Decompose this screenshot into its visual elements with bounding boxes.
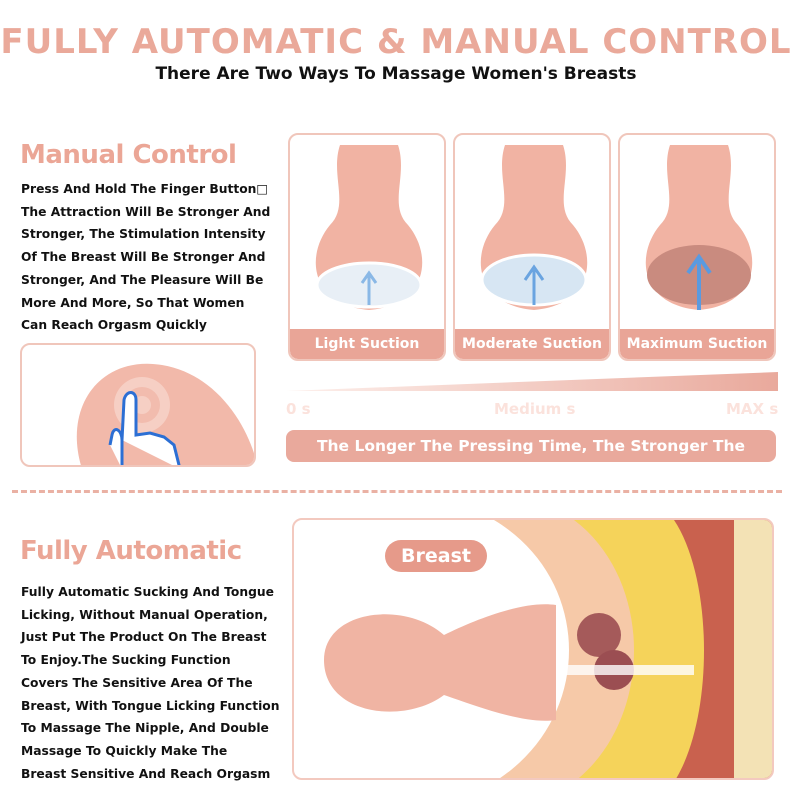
breast-anatomy-icon	[324, 520, 772, 778]
text-line: Stronger, And The Pleasure Will Be	[21, 272, 264, 287]
suction-label: Maximum Suction	[620, 329, 774, 359]
suction-label: Light Suction	[290, 329, 444, 359]
text-line: Breast, With Tongue Licking Function	[21, 698, 280, 713]
text-line: Covers The Sensitive Area Of The	[21, 675, 253, 690]
device-icon	[480, 145, 588, 310]
text-line: Just Put The Product On The Breast	[21, 630, 267, 645]
text-line: The Attraction Will Be Stronger And	[21, 204, 271, 219]
intensity-wedge	[286, 372, 778, 391]
text-line: Fully Automatic Sucking And Tongue	[21, 585, 274, 599]
text-line: To Enjoy.The Sucking Function	[21, 653, 231, 668]
anatomy-illustration	[292, 518, 774, 780]
page-subtitle: There Are Two Ways To Massage Women's Br…	[155, 64, 637, 84]
manual-description: Press And Hold The Finger Button□ The At…	[21, 178, 270, 337]
automatic-description: Fully Automatic Sucking And Tongue Licki…	[21, 581, 280, 785]
device-icon	[645, 145, 753, 310]
suction-label: Moderate Suction	[455, 329, 609, 359]
text-line: Stronger, The Stimulation Intensity	[21, 227, 266, 242]
text-line: Can Reach Orgasm Quickly	[21, 318, 207, 333]
suction-card-moderate: Moderate Suction	[453, 133, 611, 361]
suction-card-maximum: Maximum Suction	[618, 133, 776, 361]
automatic-heading: Fully Automatic	[20, 536, 242, 566]
finger-press-icon	[76, 363, 254, 465]
breast-label: Breast	[385, 540, 487, 572]
device-icon	[315, 145, 423, 310]
text-line: Press And Hold The Finger Button□	[21, 182, 269, 196]
text-line: Licking, Without Manual Operation,	[21, 607, 268, 622]
page-title: FULLY AUTOMATIC & MANUAL CONTROL	[0, 22, 792, 62]
scale-start: 0 s	[286, 400, 311, 418]
text-line: Of The Breast Will Be Stronger And	[21, 250, 266, 265]
text-line: More And More, So That Women	[21, 295, 245, 310]
scale-end: MAX s	[726, 400, 779, 418]
suction-banner: The Longer The Pressing Time, The Strong…	[286, 430, 776, 487]
finger-press-illustration	[20, 343, 256, 467]
text-line: Breast Sensitive And Reach Orgasm	[21, 766, 271, 781]
text-line: Massage To Quickly Make The	[21, 743, 228, 758]
text-line: To Massage The Nipple, And Double	[21, 721, 269, 736]
suction-card-light: Light Suction	[288, 133, 446, 361]
manual-heading: Manual Control	[20, 140, 237, 170]
scale-mid: Medium s	[494, 400, 576, 418]
section-divider	[12, 490, 782, 493]
